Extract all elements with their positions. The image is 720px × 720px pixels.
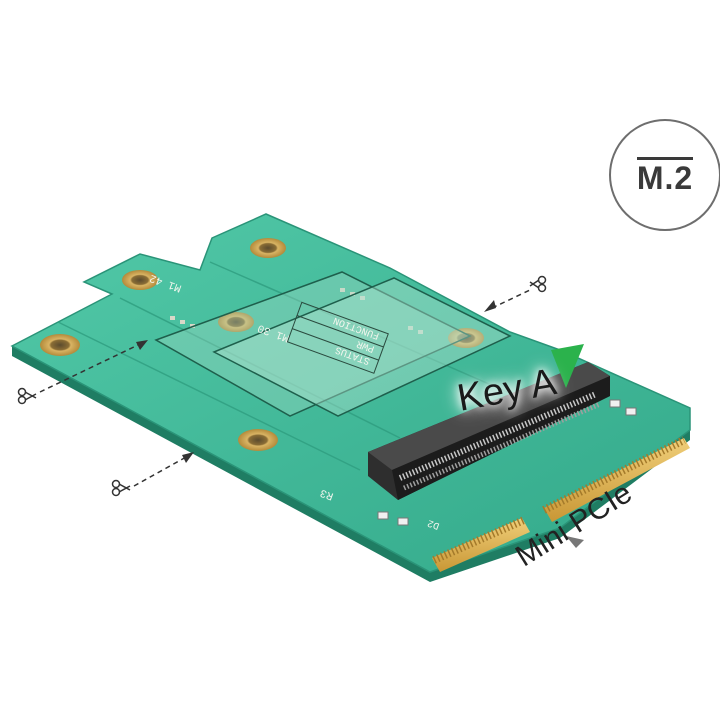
silk-d2: D2: [426, 516, 441, 530]
m2-card-42-outline: [154, 271, 472, 417]
edge-contacts: [432, 436, 690, 572]
m2-card-30-outline: [212, 277, 512, 417]
pcb-edge: [12, 346, 690, 582]
mini-pcie-pointer-icon: [566, 536, 584, 548]
cut-lines: [57, 261, 531, 471]
m2-badge-label: M.2: [636, 156, 694, 194]
cut-arrows: [39, 289, 531, 487]
silk-r3: R3: [319, 486, 336, 502]
triangle-arrow-icon: [136, 300, 496, 463]
pcb-board: [10, 213, 691, 573]
m2-connector: [368, 362, 610, 500]
triangle-marker-icon: [551, 344, 584, 388]
m2-badge: M.2: [609, 119, 720, 231]
scissors-icon: [17, 275, 547, 497]
